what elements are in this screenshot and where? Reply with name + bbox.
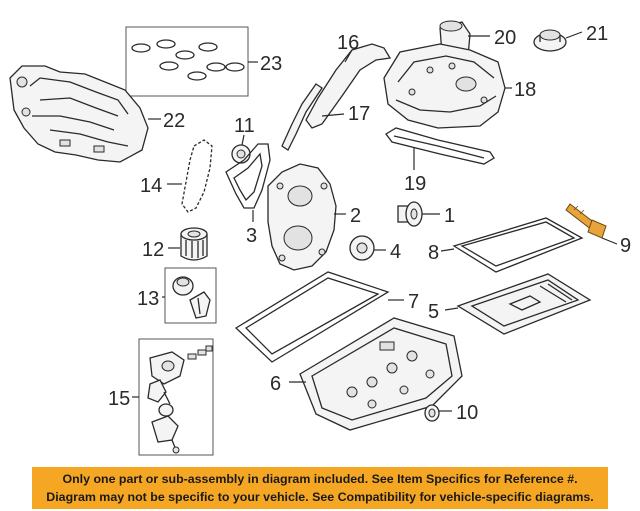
callout-4: 4 [390, 241, 401, 263]
drain-plug-10[interactable] [424, 404, 440, 422]
callout-11: 11 [234, 115, 255, 137]
lower-oil-pan-5[interactable] [456, 273, 592, 335]
callout-14: 14 [140, 175, 162, 197]
callout-21: 21 [586, 23, 608, 45]
bolt-9[interactable] [565, 203, 607, 239]
callout-18: 18 [514, 79, 536, 101]
callout-15: 15 [108, 388, 130, 410]
callout-13: 13 [137, 288, 159, 310]
parts-diagram: 23 22 16 17 20 21 [9, 20, 631, 456]
oil-pan-gasket-7[interactable] [234, 271, 390, 363]
callout-6: 6 [270, 373, 281, 395]
timing-chain-14[interactable] [181, 139, 213, 213]
disclaimer-line-1: Only one part or sub-assembly in diagram… [62, 472, 578, 486]
callout-16: 16 [337, 32, 359, 54]
filler-cap-21[interactable] [533, 29, 567, 52]
timing-cover-2[interactable] [267, 163, 337, 271]
callout-23: 23 [260, 53, 282, 75]
disclaimer-line-2: Diagram may not be specific to your vehi… [46, 490, 594, 504]
callout-3: 3 [246, 225, 257, 247]
callout-22: 22 [163, 110, 185, 132]
callout-5: 5 [428, 301, 439, 323]
crank-seal-11[interactable] [231, 144, 251, 164]
callout-7: 7 [408, 291, 419, 313]
callout-8: 8 [428, 242, 439, 264]
callout-9: 9 [620, 235, 631, 257]
callout-20: 20 [494, 27, 516, 49]
timing-cover-gasket-3[interactable] [225, 143, 271, 209]
oil-pan-gasket-8[interactable] [452, 217, 584, 273]
callout-19: 19 [404, 173, 426, 195]
callout-17: 17 [348, 103, 370, 125]
timing-guide-17[interactable] [281, 83, 323, 151]
disclaimer-banner: Only one part or sub-assembly in diagram… [32, 467, 608, 509]
timing-guide-16[interactable] [305, 43, 392, 129]
callout-10: 10 [456, 402, 478, 424]
callout-12: 12 [142, 239, 164, 261]
callout-1: 1 [444, 205, 455, 227]
callout-2: 2 [350, 205, 361, 227]
oil-filter-12[interactable] [180, 227, 208, 261]
oil-pan-6[interactable] [299, 317, 463, 431]
housing-assembly-15[interactable] [138, 338, 214, 456]
intake-manifold-22[interactable] [9, 65, 149, 163]
valve-cover-18[interactable] [383, 43, 506, 129]
valve-cover-gasket-19[interactable] [385, 127, 495, 165]
sensor-13[interactable] [164, 267, 217, 324]
seal-4[interactable] [349, 235, 375, 261]
seal-kit-23[interactable] [125, 26, 249, 97]
sprocket-1[interactable] [397, 201, 423, 227]
